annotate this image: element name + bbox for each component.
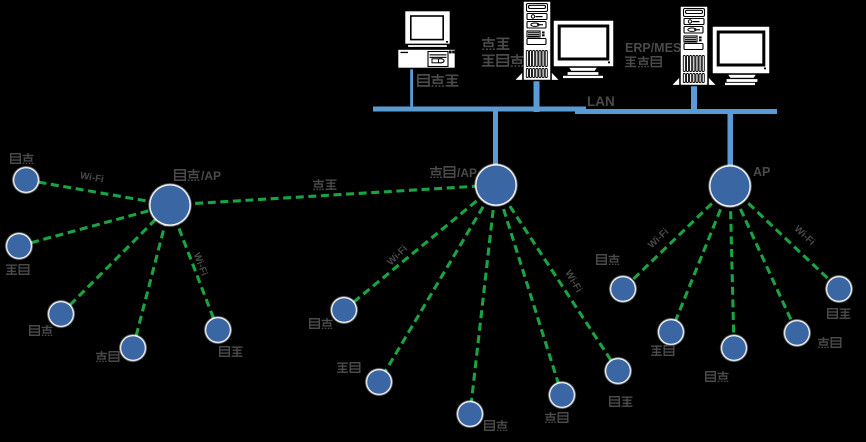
svg-text:/AP: /AP	[457, 166, 477, 180]
svg-text:Wi-Fi: Wi-Fi	[79, 170, 105, 185]
svg-text:AP: AP	[753, 165, 770, 179]
svg-text:ERP/MES: ERP/MES	[625, 41, 681, 55]
svg-text:LAN: LAN	[587, 94, 615, 109]
svg-text:/AP: /AP	[201, 169, 221, 183]
